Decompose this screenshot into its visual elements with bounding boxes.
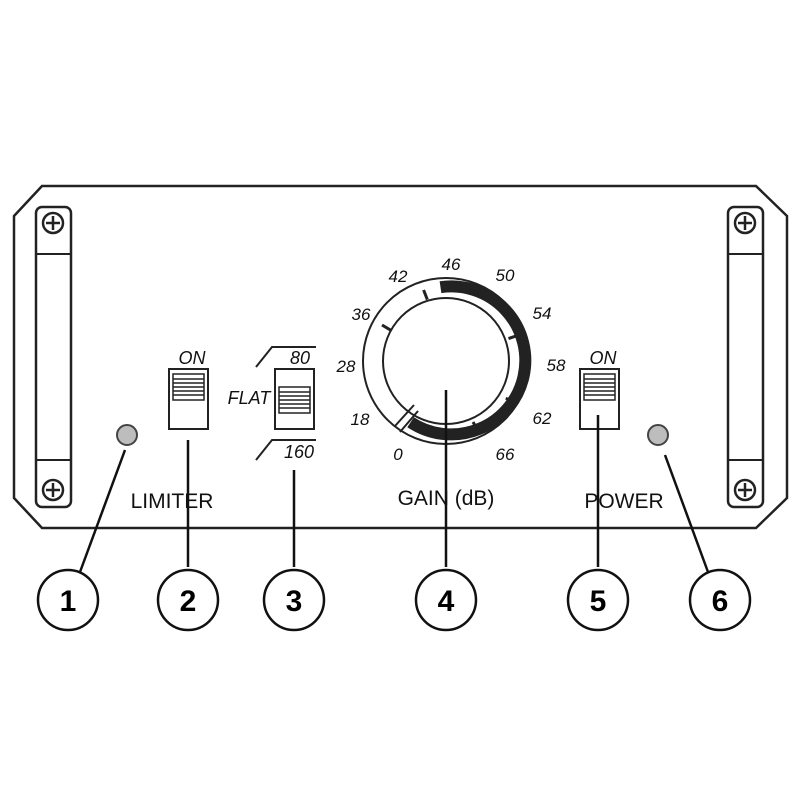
gain-tick-50: 50 [496, 266, 515, 285]
gain-tick-66: 66 [496, 445, 515, 464]
filter-160-label: 160 [284, 442, 314, 462]
screw-plus-icon [733, 211, 757, 235]
screw-plus-icon [41, 211, 65, 235]
filter-flat-label: FLAT [228, 388, 273, 408]
callout-6-number: 6 [712, 585, 729, 618]
leader-6 [663, 454, 710, 573]
filter-80-curve [255, 346, 316, 368]
filter-160-curve [255, 439, 316, 461]
callout-1-number: 1 [60, 585, 77, 618]
gain-tick-58: 58 [547, 356, 566, 375]
callout-2: 2 [156, 568, 220, 632]
callout-1: 1 [36, 568, 100, 632]
gain-tick-18: 18 [351, 410, 370, 429]
limiter-switch-on-label: ON [179, 348, 207, 368]
gain-scale: 0 18 28 36 42 46 50 54 58 62 66 [336, 255, 566, 464]
callout-leaders [78, 390, 710, 573]
power-switch[interactable]: ON [579, 348, 620, 430]
limiter-led-icon [116, 424, 138, 446]
callout-4: 4 [414, 568, 478, 632]
gain-tick-28: 28 [336, 357, 356, 376]
callout-5: 5 [566, 568, 630, 632]
power-label: POWER [584, 490, 663, 513]
callout-5-number: 5 [590, 585, 607, 618]
screw-plus-icon [41, 478, 65, 502]
left-rack-handle [34, 205, 73, 509]
leader-1 [78, 449, 127, 573]
gain-tick-36: 36 [352, 305, 371, 324]
gain-dial[interactable] [362, 277, 532, 445]
screw-plus-icon [733, 478, 757, 502]
limiter-switch[interactable]: ON [168, 348, 209, 430]
right-rack-handle [726, 205, 765, 509]
callout-3: 3 [262, 568, 326, 632]
gain-tick-54: 54 [533, 304, 552, 323]
callout-2-number: 2 [180, 585, 197, 618]
limiter-label: LIMITER [131, 490, 214, 513]
gain-tick-42: 42 [389, 267, 408, 286]
filter-switch[interactable]: 80 FLAT 160 [228, 346, 316, 462]
callout-4-number: 4 [438, 585, 455, 618]
gain-tick-62: 62 [533, 409, 552, 428]
callout-3-number: 3 [286, 585, 303, 618]
filter-80-label: 80 [290, 348, 310, 368]
power-switch-on-label: ON [590, 348, 618, 368]
gain-tick-0: 0 [393, 445, 403, 464]
gain-tick-46: 46 [442, 255, 461, 274]
power-led-icon [647, 424, 669, 446]
callout-6: 6 [688, 568, 752, 632]
